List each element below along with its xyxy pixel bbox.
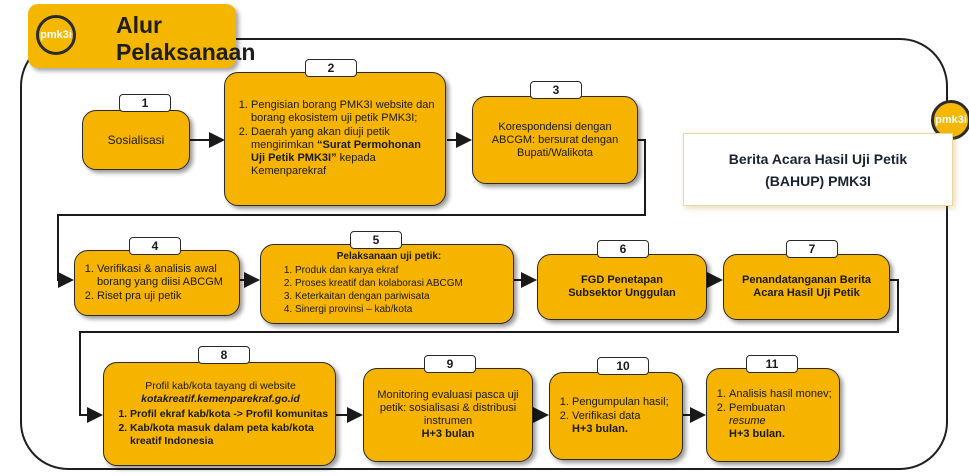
step-2-tail: kepada Kemenparekraf bbox=[251, 152, 376, 177]
step-5-item-1: Produk dan karya ekraf bbox=[295, 265, 505, 277]
header-banner: pmk3i Alur Pelaksanaan bbox=[28, 4, 255, 68]
step-11-bold: H+3 bulan. bbox=[729, 428, 785, 440]
step-8-number: 8 bbox=[198, 346, 250, 364]
step-1-number: 1 bbox=[119, 94, 171, 112]
step-5-title: Pelaksanaan uji petik: bbox=[336, 251, 442, 262]
step-4-number: 4 bbox=[129, 237, 181, 255]
step-9-number: 9 bbox=[424, 355, 476, 373]
step-8-item-2: Kab/kota masuk dalam peta kab/kota kreat… bbox=[130, 422, 329, 448]
step-5-item-3: Keterkaitan dengan pariwisata bbox=[295, 291, 505, 303]
step-11-item-2-text: Pembuatan bbox=[729, 402, 786, 414]
step-11-item-1: Analisis hasil monev; bbox=[729, 388, 835, 401]
step-8-box: Profil kab/kota tayang di website kotakr… bbox=[103, 362, 336, 466]
step-3-text: Korespondensi dengan ABCGM: bersurat den… bbox=[491, 120, 619, 159]
step-1-box: Sosialisasi bbox=[82, 110, 190, 170]
step-4-box: Verifikasi & analisis awal borang yang d… bbox=[74, 250, 240, 316]
step-3-number: 3 bbox=[530, 81, 582, 99]
step-8-item-1: Profil ekraf kab/kota -> Profil komunita… bbox=[130, 408, 329, 421]
step-5-item-2: Proses kreatif dan kolaborasi ABCGM bbox=[295, 278, 505, 290]
step-2-item-1: Pengisian borang PMK3I website dan boran… bbox=[251, 99, 437, 125]
step-7-number: 7 bbox=[786, 240, 838, 258]
step-9-box: Monitoring evaluasi pasca uji petik: sos… bbox=[363, 368, 533, 462]
arrow-7-8 bbox=[79, 279, 899, 423]
step-2-box: Pengisian borang PMK3I website dan boran… bbox=[224, 72, 446, 206]
step-5-item-4: Sinergi provinsi – kab/kota bbox=[295, 304, 505, 316]
step-6-number: 6 bbox=[597, 240, 649, 258]
step-6-box: FGD Penetapan Subsektor Unggulan bbox=[537, 254, 707, 320]
step-10-number: 10 bbox=[597, 357, 649, 375]
step-7-text: Penandatanganan Berita Acara Hasil Uji P… bbox=[742, 274, 871, 299]
step-7-box: Penandatanganan Berita Acara Hasil Uji P… bbox=[723, 254, 890, 320]
step-2-quote: “Surat Permohonan Uji Petik PMK3I” bbox=[251, 139, 421, 164]
bahup-card: Berita Acara Hasil Uji Petik (BAHUP) PMK… bbox=[683, 133, 953, 206]
bahup-line2: (BAHUP) PMK3I bbox=[765, 172, 871, 189]
pmk3i-logo: pmk3i bbox=[36, 15, 76, 55]
arrow-3-4 bbox=[57, 139, 646, 288]
logo-text: pmk3i bbox=[40, 29, 72, 41]
step-2-item-2: Daerah yang akan diuji petik mengirimkan… bbox=[251, 126, 437, 178]
step-2-number: 2 bbox=[305, 59, 357, 77]
side-logo-text: pmk3i bbox=[935, 114, 967, 126]
step-11-box: Analisis hasil monev; PembuatanresumeH+3… bbox=[706, 368, 840, 462]
page-title: Alur Pelaksanaan bbox=[116, 12, 256, 65]
step-4-item-2: Riset pra uji petik bbox=[97, 290, 235, 303]
step-4-item-1: Verifikasi & analisis awal borang yang d… bbox=[97, 263, 235, 289]
step-2-item-2-text: Daerah yang akan diuji petik mengirimkan bbox=[251, 126, 390, 151]
step-8-line1: Profil kab/kota tayang di website bbox=[145, 379, 296, 392]
step-3-box: Korespondensi dengan ABCGM: bersurat den… bbox=[472, 96, 638, 184]
step-6-text: FGD Penetapan Subsektor Unggulan bbox=[568, 274, 676, 299]
step-1-text: Sosialisasi bbox=[107, 132, 165, 147]
step-10-item-1: Pengumpulan hasil; bbox=[572, 396, 678, 409]
bahup-line1: Berita Acara Hasil Uji Petik bbox=[728, 150, 908, 167]
diagram-frame bbox=[20, 38, 948, 470]
step-9-text: Monitoring evaluasi pasca uji petik: sos… bbox=[377, 389, 519, 427]
step-5-box: Pelaksanaan uji petik: Produk dan karya … bbox=[260, 244, 514, 324]
step-11-italic: resume bbox=[729, 415, 766, 427]
step-5-number: 5 bbox=[350, 231, 402, 249]
step-11-number: 11 bbox=[746, 355, 798, 373]
step-10-item-2-text: Verifikasi data bbox=[572, 409, 641, 422]
step-8-url: kotakreatif.kemenparekraf.go.id bbox=[141, 392, 300, 405]
step-10-bold: H+3 bulan. bbox=[572, 422, 628, 435]
step-9-bold: H+3 bulan bbox=[421, 428, 475, 440]
